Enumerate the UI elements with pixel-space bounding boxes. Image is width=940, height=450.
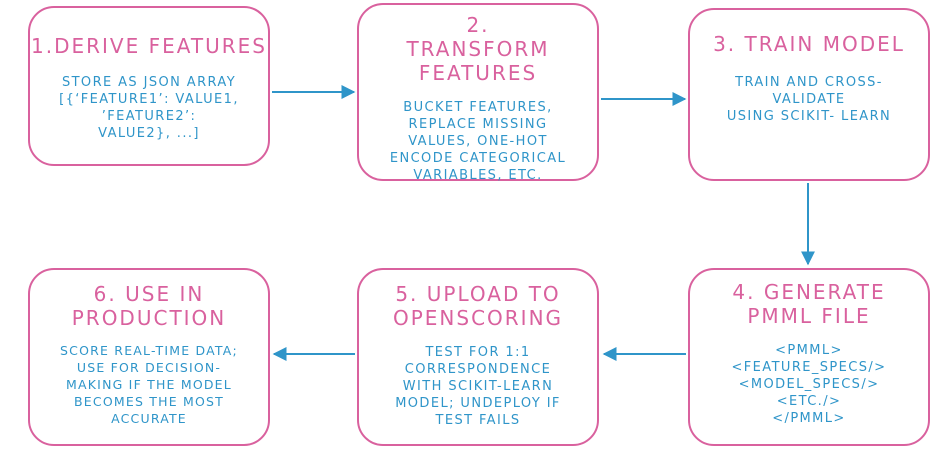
step-6-line-4: BECOMES THE MOST [74,394,224,409]
step-2-title: 2. TRANSFORM FEATURES [406,13,550,85]
step-6-line-1: SCORE REAL-TIME DATA; [60,343,238,358]
step-3-line-2: VALIDATE [772,92,846,107]
step-1-body: STORE AS JSON ARRAY [{‘FEATURE1’: VALUE1… [30,74,268,142]
step-3-title: 3. TRAIN MODEL [713,32,905,56]
step-2-line-2: REPLACE MISSING [408,117,548,132]
step-4-line-4: <ETC./> [776,394,842,409]
step-5-line-5: TEST FAILS [435,413,521,428]
step-6-line-2: USE FOR DECISION- [76,360,222,375]
step-1-line-1: STORE AS JSON ARRAY [61,75,237,90]
step-2-line-5: VARIABLES, ETC. [413,168,543,183]
step-2-line-4: ENCODE CATEGORICAL [389,151,567,166]
step-3-body: TRAIN AND CROSS- VALIDATE USING SCIKIT- … [690,74,928,125]
step-1-line-4: VALUE2}, ...] [98,126,200,141]
step-1-line-3: ’FEATURE2’: [101,109,197,124]
step-5-box: 5. UPLOAD TO OPENSCORING TEST FOR 1:1 CO… [357,268,599,446]
step-1-title: 1.DERIVE FEATURES [31,34,267,58]
step-4-box: 4. GENERATE PMML FILE <PMML> <FEATURE_SP… [688,268,930,446]
step-3-line-3: USING SCIKIT- LEARN [726,109,892,124]
step-6-body: SCORE REAL-TIME DATA; USE FOR DECISION- … [30,342,268,427]
step-1-box: 1.DERIVE FEATURES STORE AS JSON ARRAY [{… [28,6,270,166]
step-4-line-1: <PMML> [775,343,843,358]
step-4-line-3: <MODEL_SPECS/> [738,377,880,392]
step-2-line-1: BUCKET FEATURES, [403,100,553,115]
step-2-body: BUCKET FEATURES, REPLACE MISSING VALUES,… [359,99,597,184]
step-5-line-2: CORRESPONDENCE [404,362,552,377]
step-5-line-1: TEST FOR 1:1 [425,345,531,360]
step-2-box: 2. TRANSFORM FEATURES BUCKET FEATURES, R… [357,3,599,184]
step-3-box: 3. TRAIN MODEL TRAIN AND CROSS- VALIDATE… [688,8,930,181]
step-4-title: 4. GENERATE PMML FILE [732,280,886,328]
step-5-line-3: WITH SCIKIT-LEARN [402,379,554,394]
step-6-line-3: MAKING IF THE MODEL [66,377,232,392]
step-4-line-5: </PMML> [772,411,846,426]
step-4-body: <PMML> <FEATURE_SPECS/> <MODEL_SPECS/> <… [690,342,928,427]
step-5-title: 5. UPLOAD TO OPENSCORING [392,282,564,330]
step-5-line-4: MODEL; UNDEPLOY IF [395,396,561,411]
step-2-line-3: VALUES, ONE-HOT [408,134,548,149]
step-6-box: 6. USE IN PRODUCTION SCORE REAL-TIME DAT… [28,268,270,446]
step-6-line-5: ACCURATE [111,411,187,426]
step-3-line-1: TRAIN AND CROSS- [735,75,883,90]
step-4-line-2: <FEATURE_SPECS/> [731,360,887,375]
step-6-title: 6. USE IN PRODUCTION [71,282,227,330]
step-5-body: TEST FOR 1:1 CORRESPONDENCE WITH SCIKIT-… [359,344,597,429]
step-1-line-2: [{‘FEATURE1’: VALUE1, [59,92,239,107]
